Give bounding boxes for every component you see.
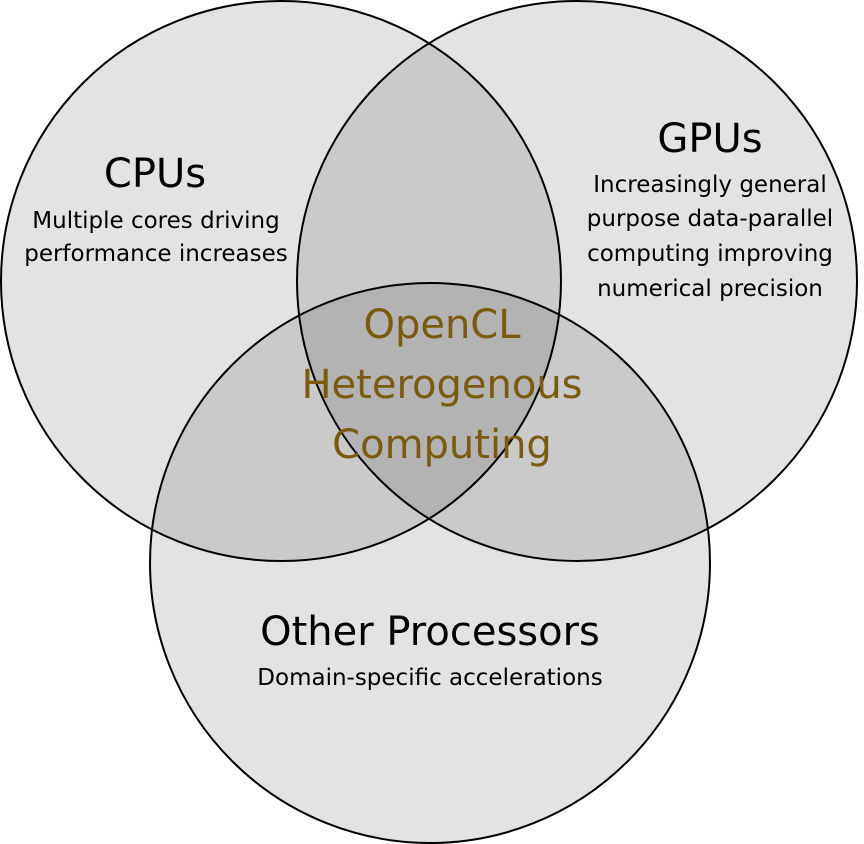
cpus-desc-line1: Multiple cores driving — [32, 208, 279, 234]
cpus-circle — [0, 0, 562, 562]
gpus-desc-line2: purpose data-parallel — [587, 206, 833, 232]
center-label-line3: Computing — [332, 422, 552, 468]
center-label-line1: OpenCL — [363, 302, 521, 348]
gpus-desc-line3: computing improving — [587, 241, 833, 267]
center-label-line2: Heterogenous — [301, 362, 582, 408]
other-processors-circle — [149, 282, 711, 844]
gpus-circle — [296, 0, 858, 562]
gpus-desc-line1: Increasingly general — [593, 172, 826, 198]
gpus-title: GPUs — [657, 116, 762, 162]
other-processors-title: Other Processors — [260, 609, 600, 655]
cpus-desc-line2: performance increases — [24, 241, 288, 267]
gpus-desc-line4: numerical precision — [597, 276, 823, 302]
other-processors-desc: Domain-specific accelerations — [257, 665, 602, 691]
cpus-title: CPUs — [104, 151, 206, 197]
